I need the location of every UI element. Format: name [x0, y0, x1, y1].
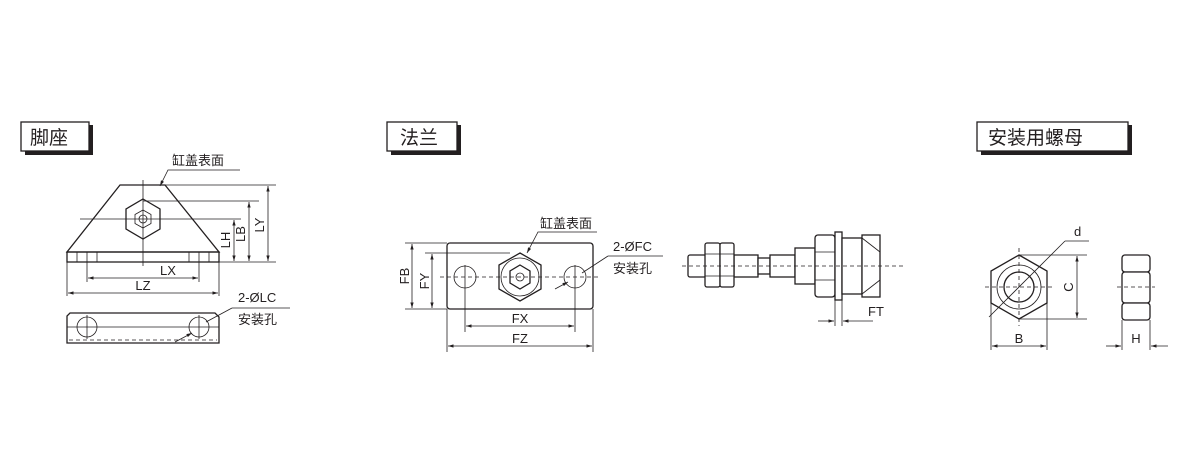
- flange-front-view: FB FY FX FZ 缸盖表面 2-ØFC 安装孔: [397, 216, 663, 352]
- foot-title: 脚座: [30, 127, 68, 149]
- nut-title-box: 安装用螺母: [976, 121, 1132, 155]
- dim-lh: LH: [218, 232, 233, 249]
- flange-hole-desc: 安装孔: [613, 262, 652, 277]
- flange-title-box: 法兰: [386, 121, 461, 155]
- foot-hole-label: 2-ØLC: [238, 290, 276, 305]
- dim-fx: FX: [512, 311, 529, 326]
- foot-surface-label: 缸盖表面: [172, 153, 224, 169]
- dim-lx: LX: [160, 263, 176, 278]
- dim-lz: LZ: [135, 278, 150, 293]
- foot-title-box: 脚座: [20, 121, 93, 155]
- nut-side-view: H: [1106, 254, 1168, 350]
- dim-fy: FY: [417, 272, 432, 289]
- flange-title: 法兰: [400, 127, 438, 149]
- dim-h: H: [1131, 331, 1140, 346]
- foot-section: 脚座 LY LB LH: [20, 121, 290, 344]
- dim-fb: FB: [397, 268, 412, 285]
- nut-section: 安装用螺母 C d B: [976, 121, 1168, 350]
- dim-d: d: [1074, 224, 1081, 239]
- nut-front-view: C d B: [985, 224, 1089, 350]
- flange-side-view: FT: [682, 231, 906, 326]
- nut-title: 安装用螺母: [988, 127, 1083, 149]
- dim-b: B: [1015, 331, 1024, 346]
- foot-hole-desc: 安装孔: [238, 313, 277, 328]
- dim-c: C: [1061, 282, 1076, 291]
- dim-ft: FT: [868, 304, 884, 319]
- foot-bottom-view: 2-ØLC 安装孔: [66, 290, 290, 344]
- flange-section: 法兰 FB FY FX FZ 缸盖表面: [386, 121, 906, 352]
- flange-hole-label: 2-ØFC: [613, 239, 652, 254]
- dim-lb: LB: [233, 226, 248, 242]
- dim-fz: FZ: [512, 331, 528, 346]
- dim-ly: LY: [252, 217, 267, 232]
- hex-nut-icon: [498, 252, 542, 302]
- foot-front-view: LY LB LH LX LZ 缸盖表面: [65, 153, 276, 296]
- flange-surface-label: 缸盖表面: [540, 216, 592, 232]
